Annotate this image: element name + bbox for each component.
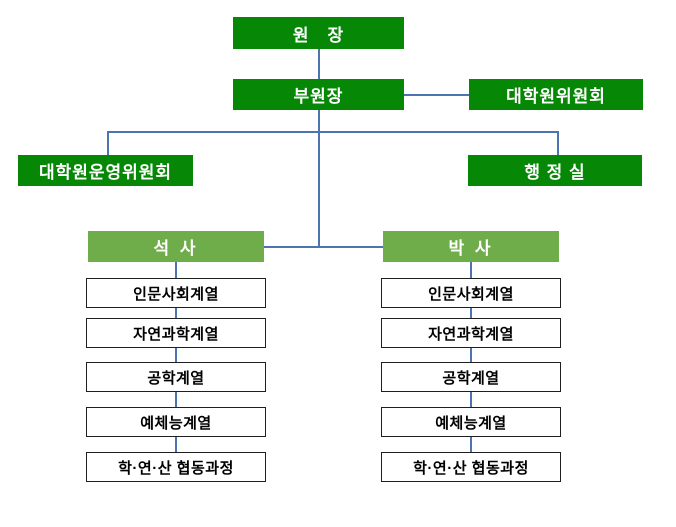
connector-root-vice (318, 49, 320, 80)
masters-item: 예체능계열 (86, 407, 266, 437)
node-admin-office: 행 정 실 (468, 155, 642, 186)
masters-item: 자연과학계열 (86, 318, 266, 348)
node-director: 원 장 (233, 17, 404, 49)
connector-masters-doctoral (263, 246, 383, 248)
connector-center-vertical (318, 110, 320, 247)
node-steering-committee: 대학원운영위원회 (18, 155, 193, 186)
doctoral-item: 공학계열 (381, 362, 561, 392)
node-vice-director: 부원장 (233, 79, 404, 110)
masters-item: 학·연·산 협동과정 (86, 452, 266, 482)
connector-vice-committee (404, 94, 469, 96)
node-grad-committee: 대학원위원회 (469, 79, 643, 110)
connector-branch-horizontal (107, 131, 559, 133)
doctoral-item: 자연과학계열 (381, 318, 561, 348)
masters-item: 인문사회계열 (86, 278, 266, 308)
doctoral-item: 예체능계열 (381, 407, 561, 437)
masters-item: 공학계열 (86, 362, 266, 392)
doctoral-item: 인문사회계열 (381, 278, 561, 308)
node-masters: 석 사 (88, 231, 264, 262)
connector-branch-right (557, 131, 559, 155)
connector-branch-left (107, 131, 109, 155)
connector-doctoral-spine (470, 262, 472, 453)
doctoral-item: 학·연·산 협동과정 (381, 452, 561, 482)
node-doctoral: 박 사 (383, 231, 559, 262)
connector-masters-spine (175, 262, 177, 453)
